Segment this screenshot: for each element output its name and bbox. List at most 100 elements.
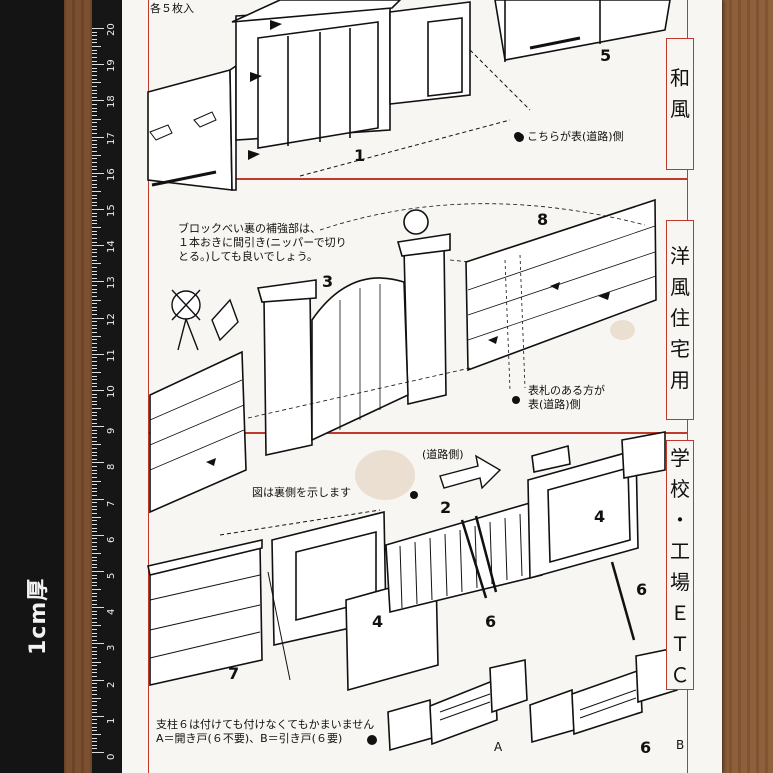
ruler-minor-tick <box>92 288 97 290</box>
ruler-major-tick <box>92 752 104 753</box>
ruler-minor-tick <box>92 357 97 359</box>
ruler-major-tick <box>92 28 104 29</box>
ruler-minor-tick <box>92 140 97 142</box>
ruler-minor-tick <box>92 285 97 287</box>
ruler-major-tick <box>92 209 104 210</box>
ruler-minor-tick <box>92 458 97 460</box>
ruler-minor-tick <box>92 466 97 468</box>
ruler-minor-tick <box>92 270 97 272</box>
ruler-minor-tick <box>92 350 97 352</box>
ruler-major-tick <box>92 136 104 138</box>
ruler-minor-tick <box>92 404 97 406</box>
ruler-minor-tick <box>92 38 97 40</box>
ruler-minor-tick <box>92 180 97 182</box>
paper-stain <box>610 320 635 340</box>
ruler-minor-tick <box>92 542 97 544</box>
ruler-minor-tick <box>92 538 97 540</box>
ruler-minor-tick <box>92 371 101 373</box>
top-note: 各５枚入 <box>150 2 194 15</box>
ruler-minor-tick <box>92 256 97 258</box>
ruler-minor-tick <box>92 657 97 659</box>
ruler-minor-tick <box>92 636 97 638</box>
part-number-5: 5 <box>600 46 612 65</box>
ruler-minor-tick <box>92 263 101 265</box>
ruler-minor-tick <box>92 85 97 87</box>
ruler-major-tick <box>92 607 104 609</box>
ruler-minor-tick <box>92 744 97 746</box>
ruler-minor-tick <box>92 107 97 109</box>
ruler-minor-tick <box>92 154 101 156</box>
ruler-minor-tick <box>92 299 101 301</box>
ruler-minor-tick <box>92 408 101 410</box>
part-number-4: 4 <box>594 507 606 526</box>
ruler-minor-tick <box>92 469 97 471</box>
ruler-minor-tick <box>92 46 101 48</box>
ruler-minor-tick <box>92 690 97 692</box>
ruler-minor-tick <box>92 227 101 229</box>
ruler-minor-tick <box>92 552 101 554</box>
ruler-major-tick <box>92 172 104 174</box>
ruler-minor-tick <box>92 212 97 214</box>
side-label-char: 住 <box>670 306 690 330</box>
section-divider-2 <box>148 432 688 434</box>
ruler-minor-tick <box>92 393 97 395</box>
ruler-minor-tick <box>92 726 97 728</box>
ruler-minor-tick <box>92 295 97 297</box>
ruler-minor-tick <box>92 708 97 710</box>
part-number-1: 1 <box>354 146 366 165</box>
ruler-minor-tick <box>92 60 97 62</box>
ruler-minor-tick <box>92 675 97 677</box>
ruler-minor-tick <box>92 560 97 562</box>
block-wall-note-line: ブロックべい裏の補強部は、 <box>178 222 321 235</box>
ruler-minor-tick <box>92 35 97 37</box>
part-number-8: 8 <box>537 210 549 229</box>
ruler-minor-tick <box>92 303 97 305</box>
ruler-minor-tick <box>92 176 97 178</box>
ruler-minor-tick <box>92 89 97 91</box>
ruler-minor-tick <box>92 143 97 145</box>
side-label-char: Ｃ <box>670 663 690 687</box>
block-wall-note-line: とる。)しても良いでしょう。 <box>178 250 318 263</box>
ruler-minor-tick <box>92 733 101 735</box>
post-note-line: A＝開き戸(６不要)、B＝引き戸(６要) <box>156 732 343 745</box>
block-wall-note: ブロックべい裏の補強部は、 １本おきに間引き(ニッパーで切り とる。)しても良い… <box>178 222 347 264</box>
ruler-minor-tick <box>92 328 97 330</box>
ruler-minor-tick <box>92 730 97 732</box>
ruler-minor-tick <box>92 397 97 399</box>
ruler-minor-tick <box>92 379 97 381</box>
ruler-major-tick <box>92 679 104 681</box>
ruler-minor-tick <box>92 216 97 218</box>
ruler-minor-tick <box>92 545 97 547</box>
ruler-major-tick <box>92 390 104 391</box>
side-label-char: Ｔ <box>670 632 690 656</box>
ruler-minor-tick <box>92 411 97 413</box>
side-label-western: 洋 風 住 宅 用 <box>666 220 694 420</box>
side-label-char: 宅 <box>670 337 690 361</box>
ruler-minor-tick <box>92 201 97 203</box>
ruler-minor-tick <box>92 433 97 435</box>
side-label-char: 風 <box>670 97 690 121</box>
ruler-minor-tick <box>92 451 97 453</box>
ruler-minor-tick <box>92 339 97 341</box>
ruler-minor-tick <box>92 234 97 236</box>
ruler-minor-tick <box>92 654 97 656</box>
ruler-minor-tick <box>92 480 101 482</box>
side-label-school: 学 校 ・ 工 場 Ｅ Ｔ Ｃ <box>666 440 694 690</box>
ruler-minor-tick <box>92 668 97 670</box>
ruler-minor-tick <box>92 165 97 167</box>
ruler-minor-tick <box>92 473 97 475</box>
ruler-minor-tick <box>92 223 97 225</box>
side-label-char: 和 <box>670 66 690 90</box>
side-label-char: 工 <box>670 539 690 563</box>
ruler-major-tick <box>92 100 104 102</box>
side-label-char: ・ <box>670 508 690 532</box>
post-note: 支柱６は付けても付けなくてもかまいません A＝開き戸(６不要)、B＝引き戸(６要… <box>156 718 374 746</box>
paper-stain <box>355 450 415 500</box>
ruler-minor-tick <box>92 484 97 486</box>
ruler-minor-tick <box>92 476 97 478</box>
ruler-minor-tick <box>92 701 97 703</box>
ruler-major-tick <box>92 643 104 645</box>
ruler-minor-tick <box>92 625 101 627</box>
ruler-minor-tick <box>92 520 97 522</box>
ruler-minor-tick <box>92 122 97 124</box>
